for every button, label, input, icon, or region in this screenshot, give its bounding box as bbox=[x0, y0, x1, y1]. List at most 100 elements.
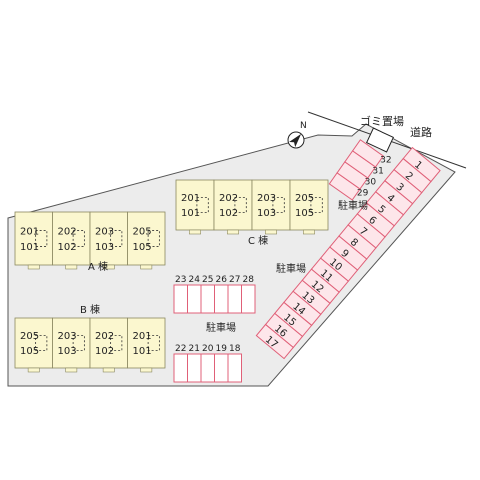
parking-number: 20 bbox=[202, 344, 214, 354]
unit-number-upper: 203 bbox=[58, 331, 77, 342]
parking-number: 30 bbox=[365, 178, 377, 188]
unit-b-2 bbox=[89, 317, 128, 369]
parking-slot-18 bbox=[227, 353, 242, 383]
unit-number-upper: 201 bbox=[133, 331, 152, 342]
entrance-tab bbox=[302, 229, 315, 235]
parking-number: 2 bbox=[403, 170, 415, 183]
unit-b-1 bbox=[52, 317, 91, 369]
stair-marker bbox=[272, 197, 285, 213]
unit-number-lower: 103 bbox=[257, 208, 276, 219]
parking-number: 6 bbox=[366, 215, 378, 228]
parking-number: 26 bbox=[216, 275, 228, 285]
parking-number: 25 bbox=[202, 275, 213, 285]
parking-number: 18 bbox=[229, 344, 241, 354]
building-a: 201 101 202 102 203 103 205 105 bbox=[14, 211, 166, 270]
building-c-label: C 棟 bbox=[248, 234, 268, 247]
entrance-tab bbox=[65, 264, 78, 270]
stair-marker bbox=[147, 230, 160, 247]
unit-number-upper: 203 bbox=[95, 226, 114, 237]
unit-number-upper: 202 bbox=[58, 226, 77, 237]
unit-c-0 bbox=[175, 179, 215, 231]
unit-a-1 bbox=[52, 211, 91, 266]
stair-marker bbox=[310, 197, 323, 213]
unit-a-3 bbox=[127, 211, 166, 266]
parking-slot-25 bbox=[200, 284, 215, 314]
stair-marker bbox=[72, 230, 85, 247]
unit-number-lower: 105 bbox=[20, 346, 39, 357]
unit-c-3 bbox=[289, 179, 329, 231]
entrance-tab bbox=[102, 264, 115, 270]
building-b-label: B 棟 bbox=[80, 303, 100, 316]
parking-number: 21 bbox=[189, 344, 200, 354]
unit-number-upper: 203 bbox=[257, 193, 276, 204]
parking-number: 22 bbox=[175, 344, 186, 354]
parking-slot-27 bbox=[227, 284, 242, 314]
parking-south-label: 駐車場 bbox=[206, 321, 236, 334]
entrance-tab bbox=[189, 229, 202, 235]
stair-marker bbox=[147, 335, 160, 351]
unit-number-upper: 205 bbox=[295, 193, 314, 204]
road-label: 道路 bbox=[410, 125, 432, 139]
unit-number-upper: 201 bbox=[20, 226, 39, 237]
parking-mid-label: 駐車場 bbox=[276, 262, 306, 275]
garbage-label: ゴミ置場 bbox=[360, 114, 404, 128]
parking-number: 24 bbox=[189, 275, 201, 285]
parking-number: 32 bbox=[380, 156, 391, 166]
parking-number: 1 bbox=[412, 159, 424, 172]
entrance-tab bbox=[102, 367, 115, 373]
unit-number-upper: 205 bbox=[20, 331, 39, 342]
unit-number-upper: 202 bbox=[219, 193, 238, 204]
unit-number-upper: 201 bbox=[181, 193, 200, 204]
entrance-tab bbox=[264, 229, 277, 235]
unit-b-0 bbox=[14, 317, 53, 369]
unit-number-lower: 103 bbox=[95, 242, 114, 253]
unit-number-upper: 205 bbox=[133, 226, 152, 237]
unit-number-lower: 101 bbox=[133, 346, 152, 357]
parking-number: 23 bbox=[175, 275, 186, 285]
unit-a-0 bbox=[14, 211, 53, 266]
parking-number: 29 bbox=[357, 189, 369, 199]
parking-slot-32 bbox=[351, 139, 384, 168]
entrance-tab bbox=[140, 367, 153, 373]
parking-slot-24 bbox=[187, 284, 202, 314]
entrance-tab bbox=[140, 264, 153, 270]
unit-number-lower: 101 bbox=[181, 208, 200, 219]
entrance-tab bbox=[27, 264, 40, 270]
stair-marker bbox=[110, 230, 123, 247]
north-arrow: N bbox=[287, 121, 307, 149]
unit-number-lower: 102 bbox=[58, 242, 77, 253]
stair-marker bbox=[196, 197, 209, 213]
unit-number-lower: 103 bbox=[58, 346, 77, 357]
north-label: N bbox=[300, 121, 307, 131]
parking-number: 28 bbox=[243, 275, 255, 285]
unit-number-lower: 101 bbox=[20, 242, 39, 253]
parking-slot-21 bbox=[187, 353, 202, 383]
parking-number: 27 bbox=[229, 275, 240, 285]
stair-marker bbox=[110, 335, 123, 351]
entrance-tab bbox=[27, 367, 40, 373]
unit-b-3 bbox=[127, 317, 166, 369]
parking-slot-20 bbox=[200, 353, 215, 383]
parking-slot-26 bbox=[214, 284, 229, 314]
stair-marker bbox=[35, 230, 48, 247]
parking-slot-23 bbox=[173, 284, 188, 314]
stair-marker bbox=[35, 335, 48, 351]
unit-number-lower: 105 bbox=[133, 242, 152, 253]
stair-marker bbox=[72, 335, 85, 351]
entrance-tab bbox=[227, 229, 240, 235]
parking-number: 3 bbox=[394, 181, 406, 194]
entrance-tab bbox=[65, 367, 78, 373]
parking-number: 19 bbox=[216, 344, 228, 354]
parking-number: 4 bbox=[385, 193, 397, 206]
unit-c-2 bbox=[251, 179, 291, 231]
unit-c-1 bbox=[213, 179, 253, 231]
unit-number-lower: 102 bbox=[219, 208, 238, 219]
parking-number: 5 bbox=[375, 204, 387, 217]
